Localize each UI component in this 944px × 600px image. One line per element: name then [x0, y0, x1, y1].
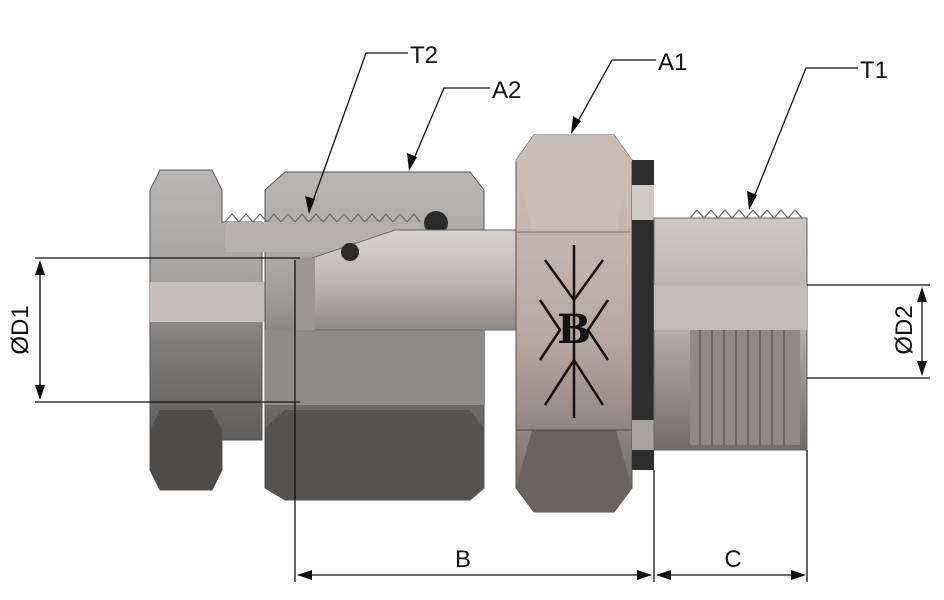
- callout-a1: A1: [571, 49, 687, 134]
- callout-a2: A2: [407, 77, 521, 171]
- dimension-b: B: [294, 260, 655, 582]
- dimension-c: C: [656, 450, 808, 582]
- dimension-d2: ØD2: [807, 284, 930, 379]
- right-body: [653, 209, 808, 451]
- tube-body: [295, 229, 517, 331]
- d1-label: ØD1: [7, 305, 34, 354]
- logo-letter: B: [557, 306, 591, 353]
- callout-t1: T1: [747, 57, 888, 210]
- center-hex: [515, 134, 633, 513]
- a1-label: A1: [658, 49, 687, 76]
- d2-label: ØD2: [891, 305, 918, 354]
- dimension-d1: ØD1: [7, 257, 300, 403]
- t1-label: T1: [860, 57, 888, 84]
- compression-nut: [224, 171, 485, 501]
- b-label: B: [455, 546, 471, 573]
- brand-logo: B: [538, 245, 610, 418]
- seal-washer: [632, 160, 654, 470]
- a2-label: A2: [492, 77, 521, 104]
- callout-t2: T2: [305, 42, 438, 214]
- t2-label: T2: [410, 42, 438, 69]
- c-label: C: [724, 546, 741, 573]
